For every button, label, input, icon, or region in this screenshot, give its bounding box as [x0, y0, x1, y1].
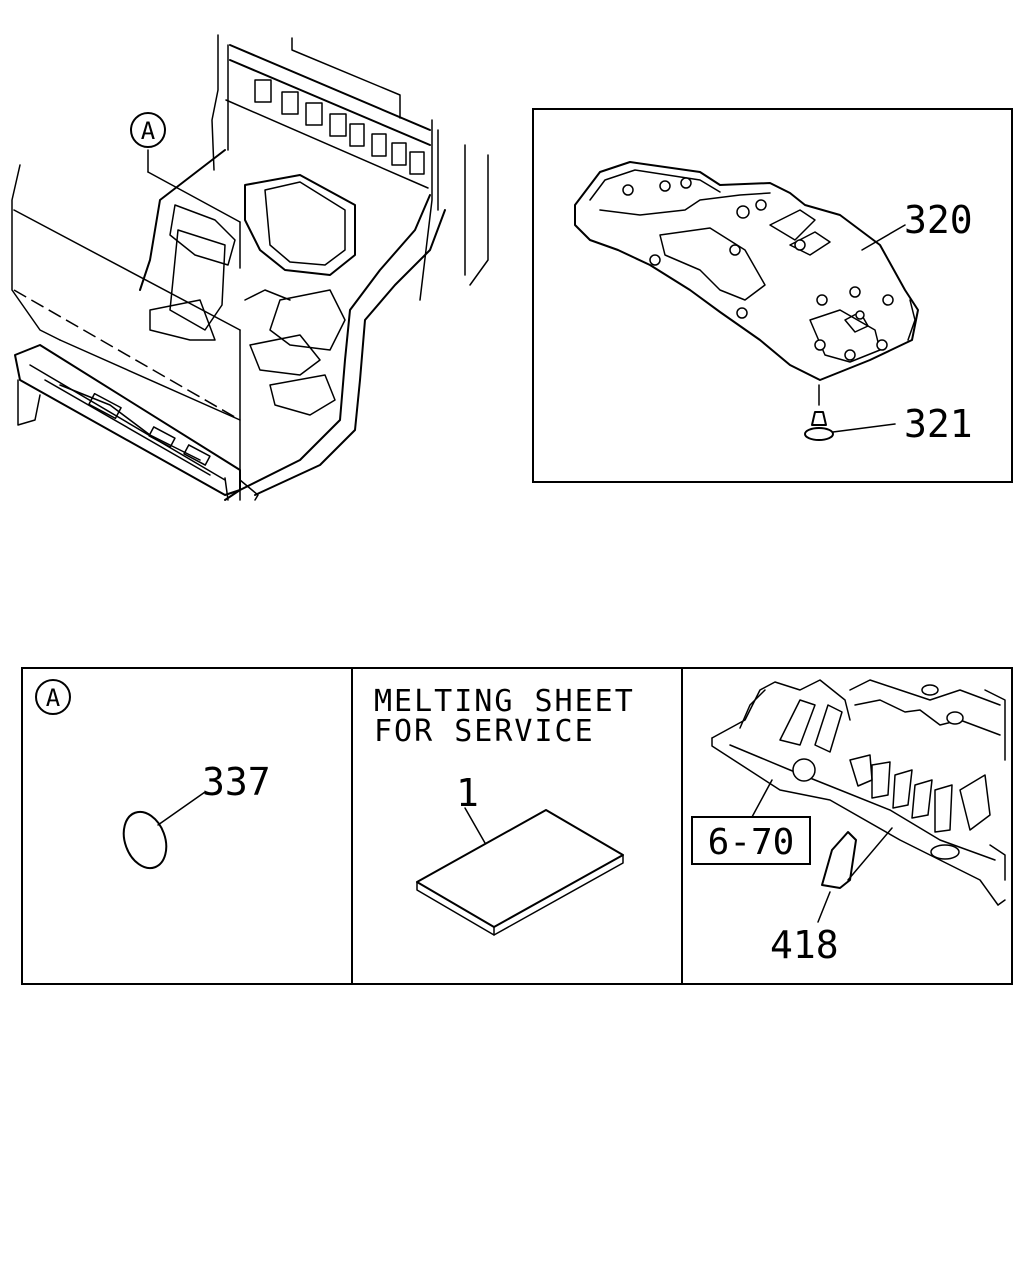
floor-body-illustration [11, 34, 489, 501]
clip-fastener-illustration [804, 384, 896, 441]
reference-6-70-label: 6-70 [708, 822, 795, 863]
melting-sheet-note-line2: FOR SERVICE [374, 714, 595, 749]
panel-a-box [21, 667, 353, 985]
plug-illustration [122, 791, 206, 870]
panel-418-box [681, 667, 1013, 985]
reference-marker-a-panel[interactable]: A [35, 679, 71, 715]
underbody-closeup-illustration [711, 679, 1006, 923]
detail-box-floor-panel [532, 108, 1013, 483]
floor-panel-illustration [574, 161, 919, 381]
part-number-1[interactable]: 1 [456, 771, 479, 815]
melting-sheet-illustration [416, 807, 624, 936]
reference-marker-a[interactable]: A [130, 112, 166, 148]
part-number-321[interactable]: 321 [904, 402, 973, 446]
reference-box-6-70[interactable]: 6-70 [691, 816, 811, 865]
part-number-418[interactable]: 418 [770, 923, 839, 967]
reference-marker-a-panel-label: A [46, 684, 61, 712]
part-number-337[interactable]: 337 [202, 760, 271, 804]
melting-sheet-note-line1: MELTING SHEET [374, 684, 635, 719]
part-number-320[interactable]: 320 [904, 198, 973, 242]
reference-marker-a-label: A [141, 117, 156, 145]
